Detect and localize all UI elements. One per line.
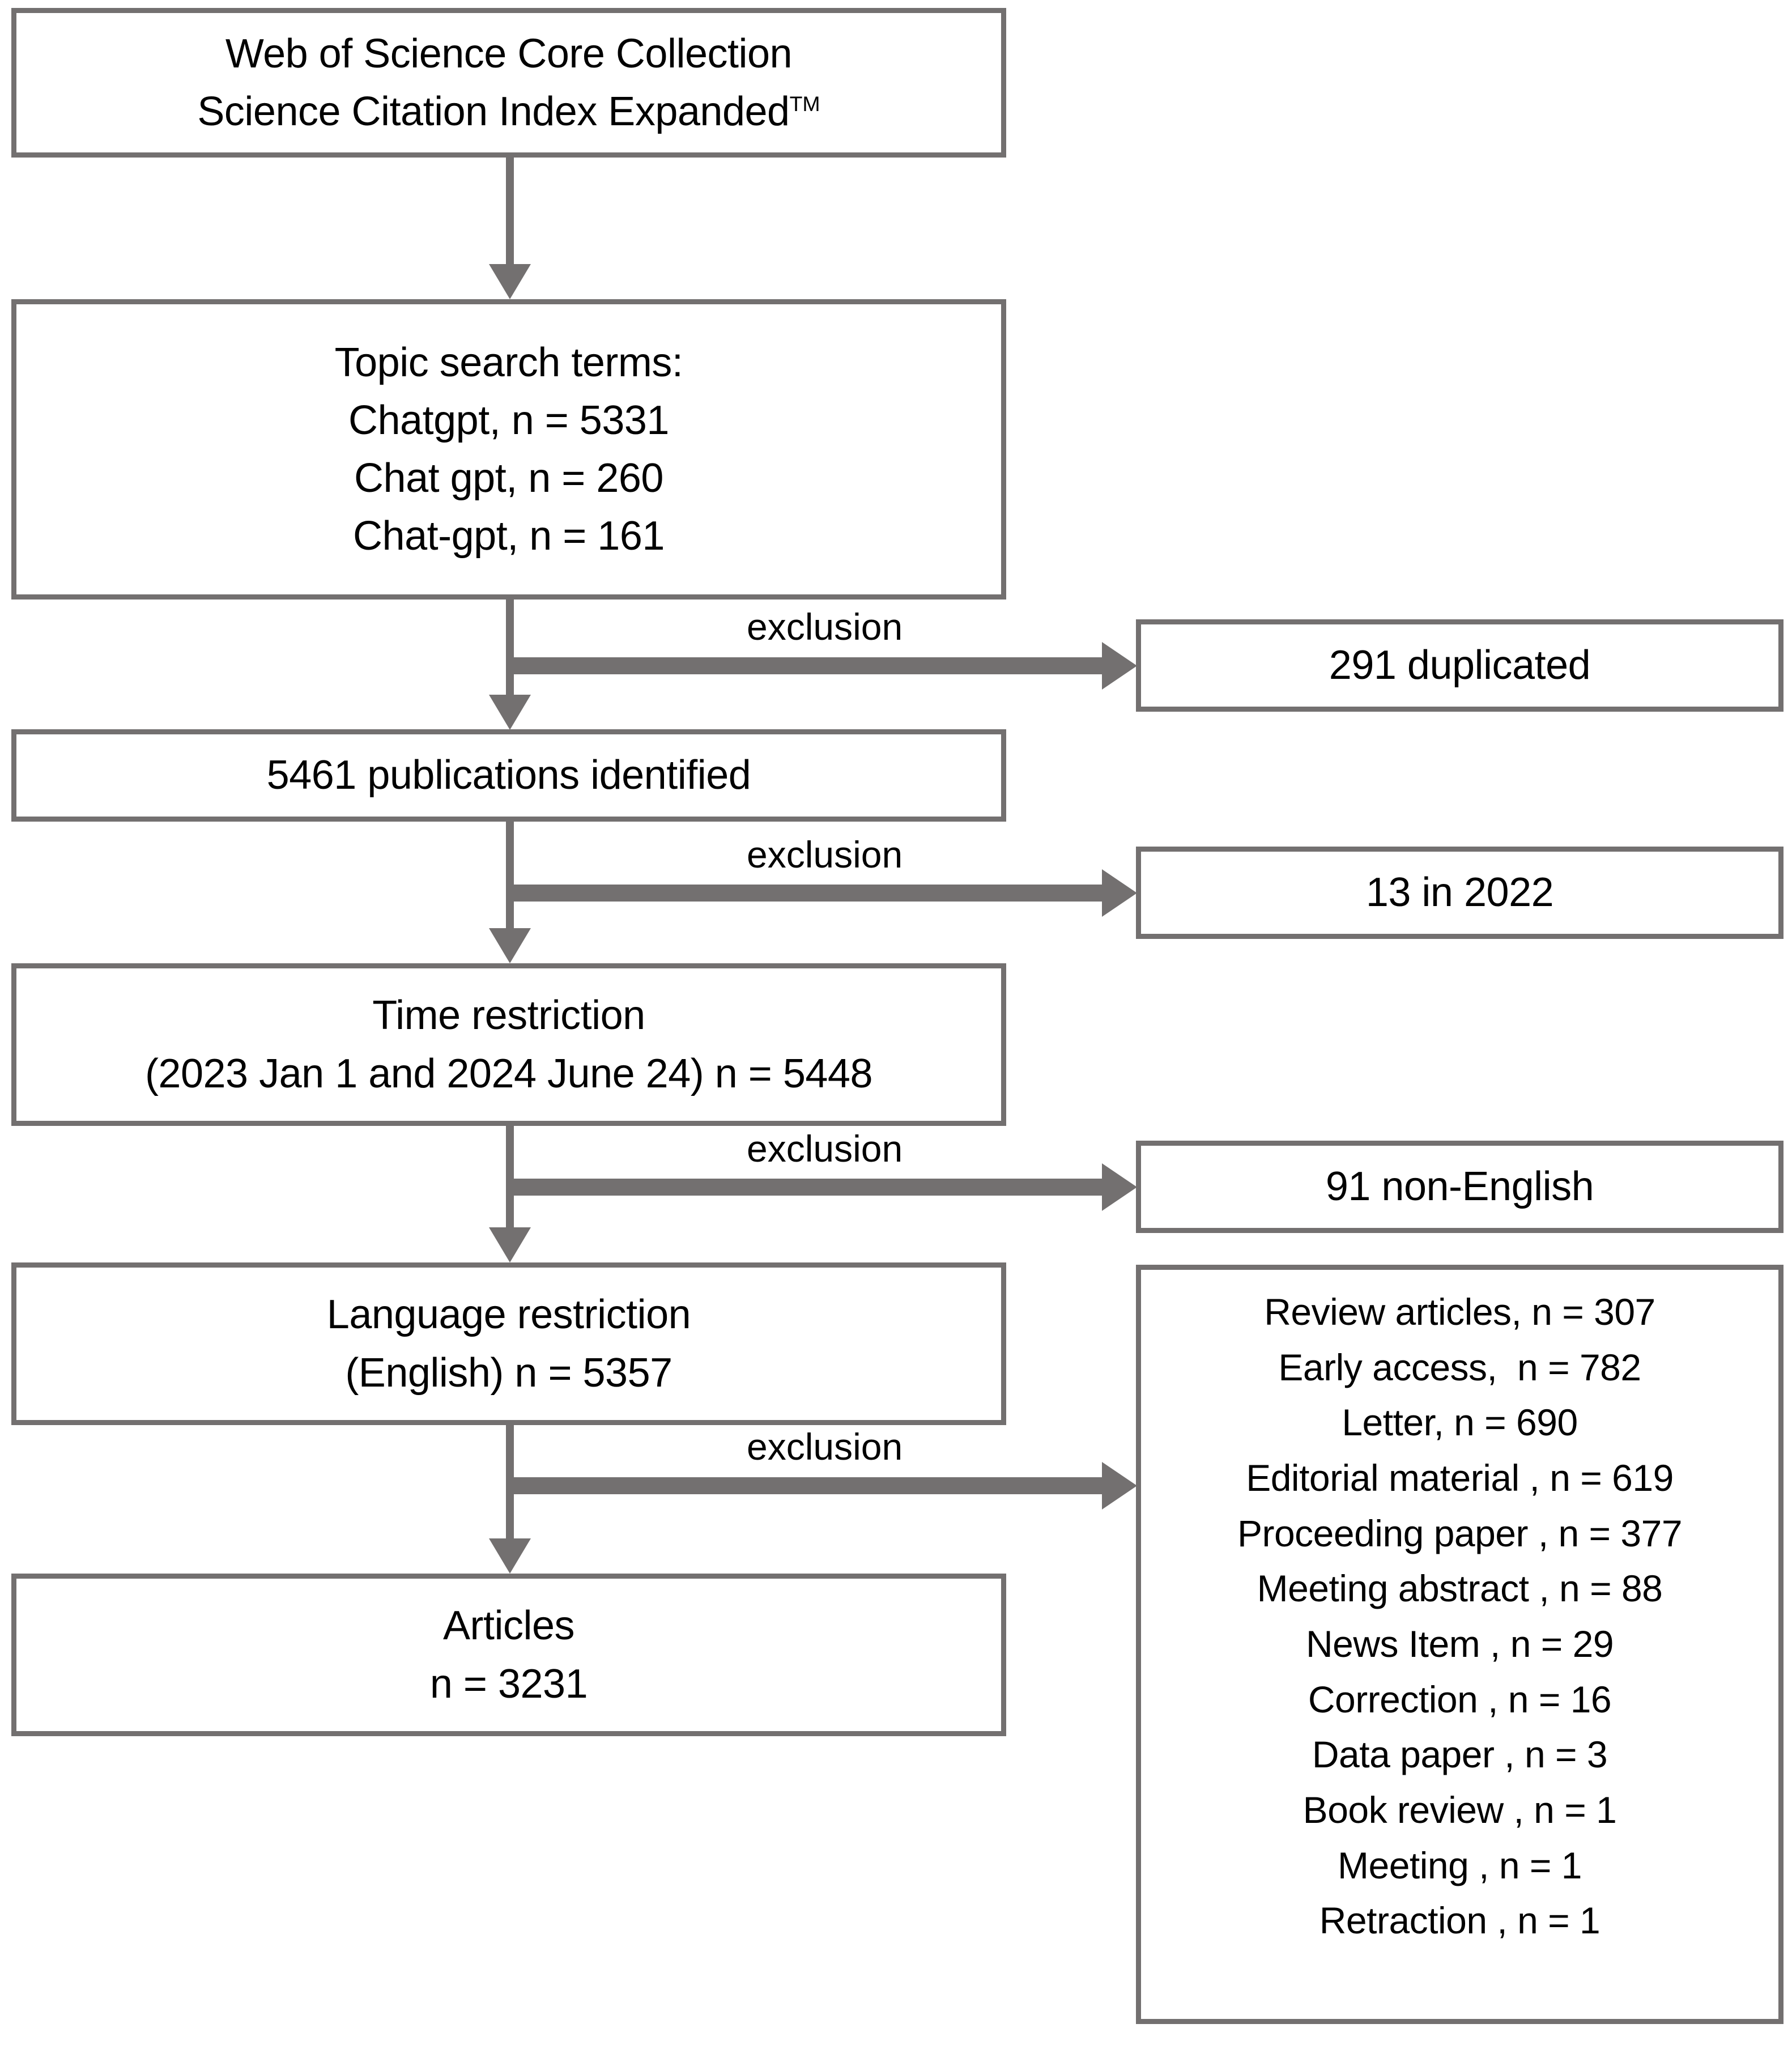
year-2022-line-1: 13 in 2022 (1365, 870, 1554, 916)
node-time-restriction: Time restriction (2023 Jan 1 and 2024 Ju… (11, 963, 1006, 1126)
node-language-restriction: Language restriction (English) n = 5357 (11, 1262, 1006, 1425)
doctype-item: Review articles, n = 307 (1264, 1291, 1655, 1333)
doctype-item: Book review , n = 1 (1303, 1789, 1617, 1831)
node-excluded-document-types: Review articles, n = 307 Early access, n… (1136, 1265, 1784, 2024)
doctype-item: Data paper , n = 3 (1312, 1733, 1608, 1776)
arrowhead-search-to-duplicated (1102, 642, 1137, 690)
connector-time-to-language (506, 1126, 514, 1227)
connector-time-to-non-english (510, 1179, 1102, 1196)
arrowhead-time-to-non-english (1102, 1163, 1137, 1211)
arrowhead-identified-to-time (489, 928, 531, 963)
language-line-1: Language restriction (326, 1292, 691, 1338)
search-line-3: Chat gpt, n = 260 (354, 456, 663, 501)
connector-search-to-duplicated (510, 657, 1102, 674)
node-articles-included: Articles n = 3231 (11, 1574, 1006, 1736)
doctype-item: Meeting , n = 1 (1338, 1844, 1582, 1886)
connector-identified-to-time (506, 822, 514, 928)
doctype-item: Correction , n = 16 (1308, 1678, 1612, 1720)
doctype-item: Editorial material , n = 619 (1246, 1457, 1674, 1499)
arrowhead-identified-to-2022 (1102, 869, 1137, 917)
connector-source-to-search (506, 158, 514, 264)
connector-identified-to-2022 (510, 885, 1102, 902)
doctype-item: Retraction , n = 1 (1319, 1899, 1601, 1942)
articles-line-1: Articles (442, 1603, 575, 1649)
search-line-2: Chatgpt, n = 5331 (348, 397, 669, 443)
language-line-2: (English) n = 5357 (345, 1350, 672, 1396)
arrowhead-language-to-articles (489, 1538, 531, 1574)
connector-language-to-document-types (510, 1477, 1102, 1494)
arrow-label-exclusion-4: exclusion (747, 1426, 903, 1468)
search-line-1: Topic search terms: (334, 339, 683, 385)
identified-line-1: 5461 publications identified (266, 752, 751, 798)
source-line-2: Science Citation Index ExpandedTM (197, 83, 820, 141)
duplicated-line-1: 291 duplicated (1329, 643, 1591, 688)
trademark-superscript: TM (789, 92, 820, 116)
arrowhead-search-to-identified (489, 695, 531, 730)
search-line-4: Chat-gpt, n = 161 (353, 513, 665, 559)
node-topic-search-terms: Topic search terms: Chatgpt, n = 5331 Ch… (11, 299, 1006, 600)
doctype-item: Early access, n = 782 (1278, 1346, 1641, 1388)
node-source-database: Web of Science Core Collection Science C… (11, 8, 1006, 158)
node-excluded-year-2022: 13 in 2022 (1136, 847, 1784, 939)
doctype-item: Meeting abstract , n = 88 (1257, 1567, 1663, 1610)
time-line-2: (2023 Jan 1 and 2024 June 24) n = 5448 (144, 1051, 873, 1096)
arrow-label-exclusion-2: exclusion (747, 834, 903, 875)
connector-search-to-identified (506, 600, 514, 695)
source-line-2-text: Science Citation Index Expanded (197, 89, 790, 134)
arrowhead-source-to-search (489, 264, 531, 299)
doctype-item: Proceeding paper , n = 377 (1237, 1512, 1683, 1554)
doctype-item: Letter, n = 690 (1342, 1401, 1578, 1444)
node-excluded-duplicated: 291 duplicated (1136, 619, 1784, 712)
arrowhead-time-to-language (489, 1227, 531, 1262)
arrow-label-exclusion-3: exclusion (747, 1128, 903, 1170)
non-english-line-1: 91 non-English (1325, 1164, 1594, 1210)
articles-line-2: n = 3231 (429, 1661, 588, 1707)
arrowhead-language-to-document-types (1102, 1462, 1137, 1510)
node-excluded-non-english: 91 non-English (1136, 1141, 1784, 1233)
source-line-1: Web of Science Core Collection (225, 31, 793, 76)
time-line-1: Time restriction (372, 993, 645, 1039)
doctype-item: News Item , n = 29 (1305, 1623, 1614, 1665)
arrow-label-exclusion-1: exclusion (747, 606, 903, 648)
node-publications-identified: 5461 publications identified (11, 729, 1006, 822)
